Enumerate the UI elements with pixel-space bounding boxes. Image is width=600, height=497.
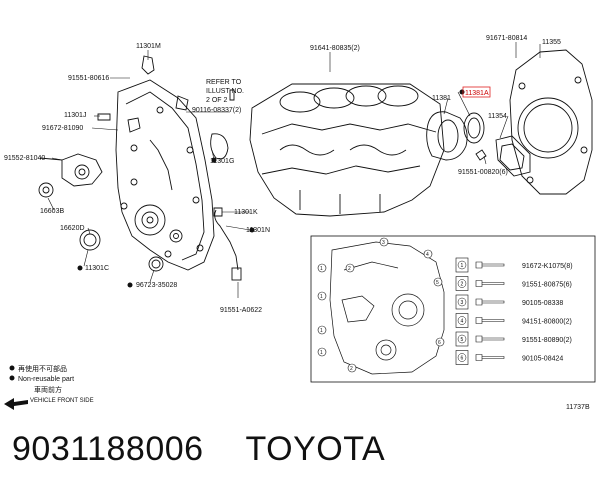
label-11301M: 11301M	[136, 43, 161, 50]
bolt-table-num: 6	[461, 356, 464, 362]
label-90116: 90116-08337(2)	[192, 107, 241, 114]
label-11381A: 11381A	[465, 90, 489, 97]
note-refer-line2: ILLUST NO.	[206, 88, 244, 95]
bolt-table-part: 90105-08424	[522, 356, 563, 363]
svg-text:2: 2	[350, 366, 353, 372]
label-11301J: 11301J	[64, 112, 86, 119]
bolt-icon	[475, 298, 505, 306]
bolt-table-part: 94151-80800(2)	[522, 319, 572, 326]
svg-text:1: 1	[320, 294, 323, 300]
illustration-number: 11737B	[566, 404, 590, 411]
label-11301C: 11301C	[85, 265, 109, 272]
bolt-table-row: 3 90105-08338	[455, 294, 563, 310]
bolt-icon	[475, 317, 505, 324]
bolt-table-row: 5 91551-80890(2)	[455, 331, 572, 347]
label-11354: 11354	[488, 113, 507, 120]
label-91551-00820: 91551-00820(6)	[458, 169, 508, 176]
bolt-table-num: 3	[461, 300, 464, 306]
bolt-icon	[475, 354, 505, 361]
svg-text:1: 1	[320, 266, 323, 272]
label-91551-A0622: 91551-A0622	[220, 307, 262, 314]
bolt-table-num: 1	[461, 263, 464, 269]
label-16620D: 16620D	[60, 225, 85, 232]
svg-text:1: 1	[320, 350, 323, 356]
bolt-table-part: 91551-80875(6)	[522, 282, 572, 289]
label-91552: 91552-81040	[4, 155, 45, 162]
bolt-table-row: 1 91672-K1075(8)	[455, 257, 573, 273]
front-arrow-icon	[4, 398, 28, 410]
exploded-parts-diagram: 11301M 91641-80835(2) 91671-80814 11355 …	[4, 35, 596, 411]
timing-cover-drawing	[115, 79, 215, 271]
highlight-box-11381A	[462, 86, 491, 98]
tensioner-drawing	[38, 153, 103, 251]
note-refer-line1: REFER TO	[206, 79, 242, 86]
label-11301N: 11301N	[246, 227, 270, 234]
inset-box: 1 1 1 1 2 3 4 5 6 2 1 91672-K1075(8) 2 9155…	[310, 235, 596, 383]
legend-jp: 再使用不可部品	[18, 364, 67, 373]
bolt-table-num: 5	[461, 337, 464, 343]
svg-text:3: 3	[382, 240, 385, 246]
legend-vehicle-front: VEHICLE FRONT SIDE	[30, 398, 94, 404]
non-reusable-markers	[77, 89, 465, 288]
label-91672-81090: 91672-81090	[42, 125, 83, 132]
bolt-table-row: 6 90105-08424	[455, 350, 563, 365]
svg-text:2: 2	[348, 266, 351, 272]
bolt-table-num: 2	[461, 282, 464, 288]
label-11301K: 11301K	[234, 209, 258, 216]
svg-text:5: 5	[436, 280, 439, 286]
bolt-icon	[475, 335, 505, 343]
part-title: 9031188006 TOYOTA	[12, 430, 385, 469]
rear-seal-drawing	[426, 111, 487, 161]
label-91551-80616: 91551-80616	[68, 75, 109, 82]
bolt-icon	[475, 261, 505, 269]
note-refer-line3: 2 OF 2	[206, 97, 228, 104]
bolt-table-num: 4	[461, 319, 464, 325]
svg-text:1: 1	[320, 328, 323, 334]
label-16603B: 16603B	[40, 208, 64, 215]
small-parts-drawing	[97, 55, 242, 281]
bolt-table-part: 90105-08338	[522, 300, 563, 307]
bolt-icon	[475, 280, 505, 287]
brand-name: TOYOTA	[245, 430, 386, 468]
engine-block-drawing	[249, 83, 445, 217]
svg-text:6: 6	[438, 340, 441, 346]
bolt-table-part: 91672-K1075(8)	[522, 263, 573, 270]
label-91641: 91641-80835(2)	[310, 45, 360, 52]
legend-non-reusable: Non-reusable part	[18, 376, 74, 383]
bolt-table: 1 91672-K1075(8) 2 91551-80875(6) 3 90105-083…	[455, 257, 573, 365]
label-11301G: 11301G	[210, 158, 234, 165]
part-number: 9031188006	[12, 430, 204, 468]
rear-plate-drawing	[495, 49, 593, 195]
bolt-table-part: 91551-80890(2)	[522, 337, 572, 344]
svg-text:4: 4	[426, 252, 429, 258]
bolt-table-row: 2 91551-80875(6)	[455, 276, 572, 291]
label-11355: 11355	[542, 39, 561, 46]
legend-front-jp: 車両前方	[34, 385, 62, 394]
label-91671: 91671-80814	[486, 35, 527, 42]
label-96723: 96723-35028	[136, 282, 177, 289]
label-11381: 11381	[432, 95, 451, 102]
part-labels: 11301M 91641-80835(2) 91671-80814 11355 …	[4, 35, 561, 314]
bolt-table-row: 4 94151-80800(2)	[455, 313, 572, 328]
legend: 再使用不可部品 Non-reusable part 車両前方 VEHICLE F…	[4, 364, 590, 411]
